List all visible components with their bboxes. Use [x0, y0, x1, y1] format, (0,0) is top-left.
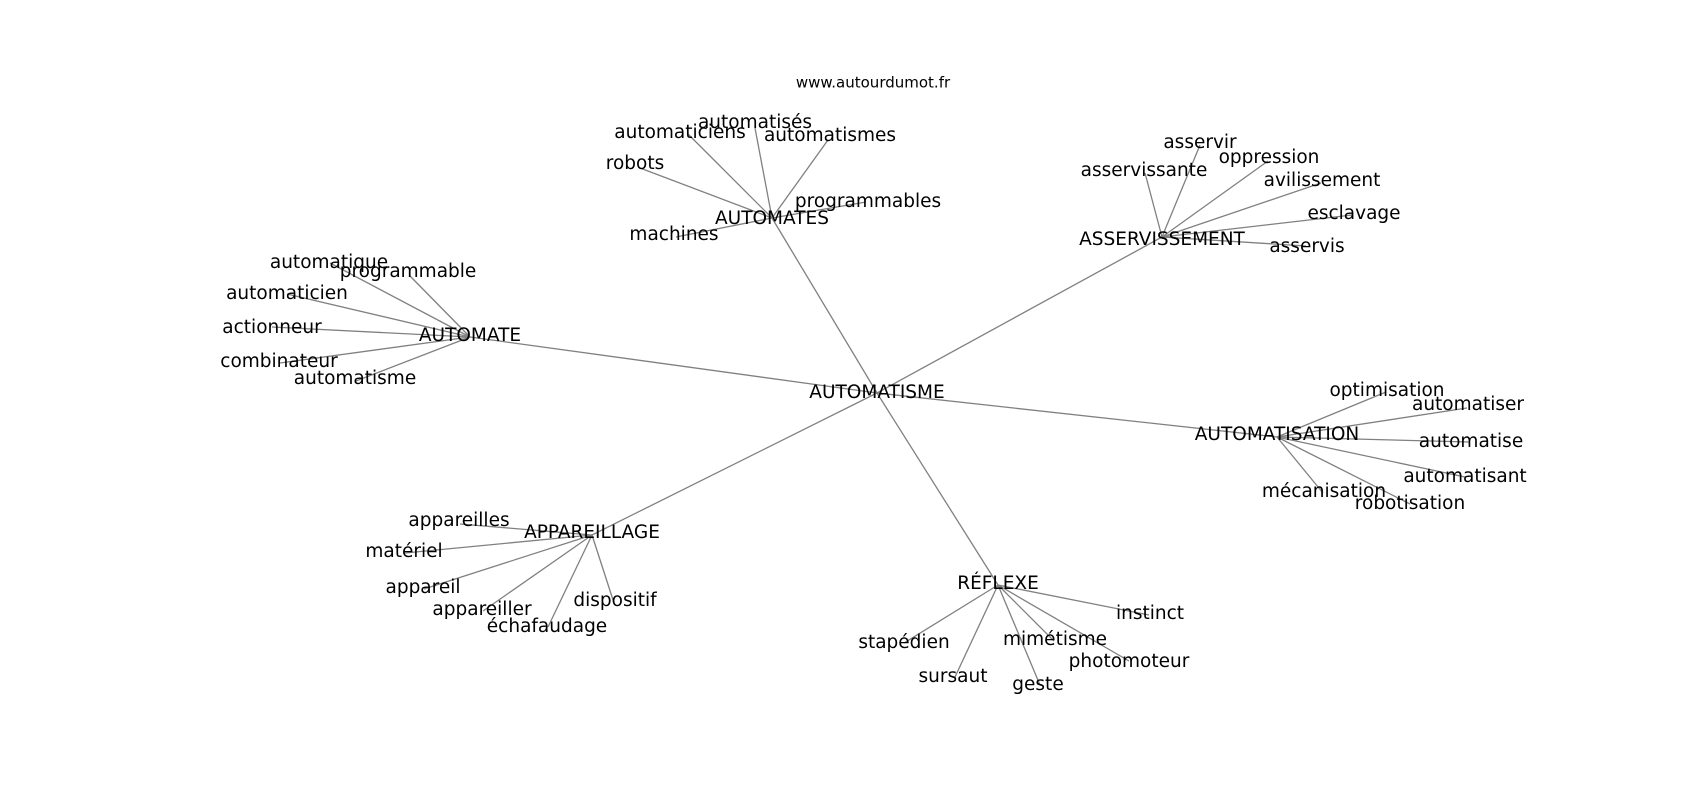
edge-reflexe-geste — [997, 584, 1041, 686]
leaf-node-label-appareiller[interactable]: appareiller — [432, 599, 532, 620]
edge-automate-automatique — [329, 262, 471, 338]
edge-asservissement-esclavage — [1161, 214, 1353, 238]
leaf-node-label-sursaut[interactable]: sursaut — [919, 666, 988, 687]
edge-automatisation-automatisant — [1276, 436, 1466, 478]
edge-center-asservissement — [876, 236, 1163, 394]
hub-node-label-automate[interactable]: AUTOMATE — [419, 325, 521, 346]
leaf-node-label-photomoteur[interactable]: photomoteur — [1069, 651, 1190, 672]
edge-reflexe-stapedien — [903, 584, 999, 644]
edge-automatisation-mecanisation — [1276, 436, 1324, 494]
hub-node-label-asservissement[interactable]: ASSERVISSEMENT — [1079, 229, 1245, 250]
edge-appareillage-appareiller — [482, 534, 593, 612]
edge-automates-machines — [675, 217, 773, 238]
hub-node-label-reflexe[interactable]: RÉFLEXE — [957, 572, 1039, 594]
leaf-node-label-automatisme[interactable]: automatisme — [294, 368, 416, 389]
leaf-node-label-machines[interactable]: machines — [629, 224, 718, 245]
edge-reflexe-sursaut — [954, 584, 999, 678]
leaf-node-label-programmable[interactable]: programmable — [340, 261, 477, 282]
edge-center-appareillage — [591, 392, 878, 536]
edge-automates-automatismes — [771, 139, 829, 219]
edge-automatisation-optimisation — [1276, 391, 1387, 438]
edge-asservissement-oppression — [1161, 160, 1269, 238]
leaf-node-label-oppression[interactable]: oppression — [1219, 147, 1320, 168]
leaf-node-label-avilissement[interactable]: avilissement — [1264, 170, 1381, 191]
edge-center-reflexe — [876, 392, 999, 586]
edge-appareillage-appareil — [423, 534, 593, 590]
edge-asservissement-avilissement — [1161, 182, 1322, 238]
leaf-node-label-appareilles[interactable]: appareilles — [408, 510, 509, 531]
leaf-node-label-echafaudage[interactable]: échafaudage — [487, 616, 607, 637]
edge-center-automatisation — [876, 392, 1278, 438]
leaf-node-label-automaticien[interactable]: automaticien — [226, 283, 348, 304]
edge-automates-automatises — [754, 127, 773, 219]
leaf-node-label-automatiser[interactable]: automatiser — [1412, 394, 1524, 415]
edge-automatisation-robotisation — [1276, 436, 1411, 505]
leaf-node-label-asservissante[interactable]: asservissante — [1081, 160, 1208, 181]
edge-automate-actionneur — [271, 326, 471, 338]
edges-layer — [271, 127, 1471, 686]
edge-reflexe-instinct — [997, 584, 1150, 616]
leaf-node-label-optimisation[interactable]: optimisation — [1329, 380, 1444, 401]
leaf-node-label-materiel[interactable]: matériel — [365, 541, 442, 562]
site-url[interactable]: www.autourdumot.fr — [796, 74, 951, 92]
leaf-node-label-programmables[interactable]: programmables — [795, 191, 941, 212]
edge-center-automates — [771, 217, 878, 394]
leaf-node-label-robotisation[interactable]: robotisation — [1355, 493, 1465, 514]
edge-reflexe-mimetisme — [997, 584, 1055, 642]
edge-appareillage-appareilles — [459, 523, 593, 536]
edge-reflexe-photomoteur — [997, 584, 1130, 662]
leaf-node-label-automatises[interactable]: automatisés — [698, 112, 812, 133]
hub-node-label-appareillage[interactable]: APPAREILLAGE — [524, 522, 660, 543]
leaf-node-label-mecanisation[interactable]: mécanisation — [1262, 481, 1386, 502]
edge-automate-combinateur — [279, 336, 471, 364]
leaf-node-label-esclavage[interactable]: esclavage — [1307, 203, 1400, 224]
edge-automatisation-automatise — [1276, 436, 1471, 443]
edge-center-automate — [469, 336, 878, 394]
leaf-node-label-asservis[interactable]: asservis — [1269, 236, 1344, 257]
leaf-node-label-automatisant[interactable]: automatisant — [1403, 466, 1526, 487]
leaf-node-label-actionneur[interactable]: actionneur — [222, 317, 322, 338]
leaf-node-label-stapedien[interactable]: stapédien — [858, 632, 949, 653]
leaf-node-label-mimetisme[interactable]: mimétisme — [1003, 629, 1107, 650]
edge-automate-automaticien — [286, 293, 471, 338]
edge-automatisation-automatiser — [1276, 407, 1468, 438]
leaf-node-label-asservir[interactable]: asservir — [1163, 132, 1237, 153]
leaf-node-label-dispositif[interactable]: dispositif — [573, 590, 657, 611]
leaf-node-label-robots[interactable]: robots — [606, 153, 664, 174]
edge-asservissement-asservis — [1161, 236, 1307, 247]
edge-asservissement-asservissante — [1144, 172, 1163, 238]
edge-automates-automaticiens — [687, 133, 773, 219]
center-node-label[interactable]: AUTOMATISME — [809, 382, 944, 403]
leaf-node-label-automatise[interactable]: automatise — [1419, 431, 1523, 452]
edge-appareillage-echafaudage — [547, 534, 593, 628]
edge-automate-programmable — [409, 275, 471, 338]
leaf-node-label-appareil[interactable]: appareil — [385, 577, 460, 598]
leaf-node-label-instinct[interactable]: instinct — [1116, 603, 1184, 624]
edge-automates-robots — [639, 167, 773, 219]
edge-asservissement-asservir — [1161, 144, 1201, 238]
edge-automates-programmables — [771, 201, 867, 219]
hub-node-label-automatisation[interactable]: AUTOMATISATION — [1195, 424, 1359, 445]
leaf-node-label-combinateur[interactable]: combinateur — [220, 351, 338, 372]
edge-appareillage-dispositif — [591, 534, 615, 604]
edge-appareillage-materiel — [404, 534, 593, 554]
leaf-node-label-automatismes[interactable]: automatismes — [764, 125, 896, 146]
leaf-node-label-automatique[interactable]: automatique — [270, 252, 388, 273]
leaf-node-label-geste[interactable]: geste — [1012, 674, 1063, 695]
labels-layer: www.autourdumot.fr AUTOMATISME automatis… — [220, 74, 1526, 696]
hub-node-label-automates[interactable]: AUTOMATES — [715, 208, 829, 229]
edge-automate-automatisme — [355, 336, 471, 382]
leaf-node-label-automaticiens[interactable]: automaticiens — [614, 122, 745, 143]
